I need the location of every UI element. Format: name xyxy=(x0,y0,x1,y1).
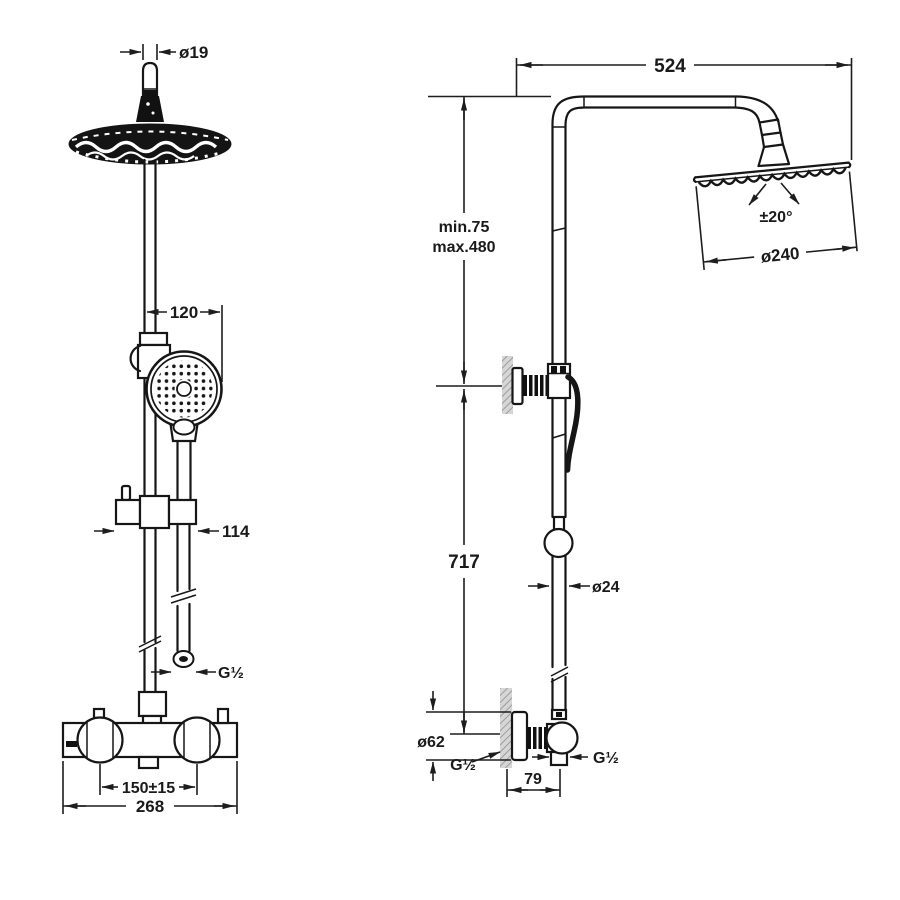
dim-hose-thread: G½ xyxy=(151,665,244,682)
head-cone-connector xyxy=(136,96,164,122)
overhead-shower-front xyxy=(68,123,232,165)
wall-hatch-lower xyxy=(500,688,512,768)
front-view: ø19 xyxy=(61,43,250,816)
dim-label-slider-bracket-width: 114 xyxy=(222,522,250,541)
dim-label-riser-height: 717 xyxy=(448,552,480,573)
dim-label-riser-pipe-diameter: ø24 xyxy=(592,579,620,596)
hand-shower-hose-front xyxy=(170,522,197,668)
dim-arm-reach: 524 xyxy=(515,56,853,160)
dim-valve-overall-width: 268 xyxy=(62,761,238,816)
mixer-valve-front xyxy=(61,707,239,770)
wall-hatch-upper xyxy=(502,356,513,414)
dim-label-valve-handle-centers: 150±15 xyxy=(122,780,175,797)
dim-handshower-offset: 120 xyxy=(146,303,223,382)
mixer-right-handle xyxy=(173,716,221,764)
hand-shower-front xyxy=(145,350,223,443)
riser-pipe-side xyxy=(551,95,739,366)
dim-label-riser-adjust-min: min.75 xyxy=(439,219,490,236)
ball-joint xyxy=(543,527,574,559)
rail-bottom-front xyxy=(137,635,168,726)
wall-bracket-side xyxy=(502,356,581,473)
side-view: 524 min.75 max.480 xyxy=(417,56,858,797)
dim-label-escutcheon-diameter: ø62 xyxy=(417,734,445,751)
mixer-valve-side xyxy=(500,688,579,768)
dim-label-head-stub-diameter: ø19 xyxy=(179,43,208,62)
dim-label-hose-thread: G½ xyxy=(218,665,244,682)
dim-head-stub-diameter: ø19 xyxy=(120,43,208,62)
riser-lower-side xyxy=(543,396,574,721)
dim-escutcheon-diameter: ø62 xyxy=(417,691,511,781)
mixer-left-handle xyxy=(76,716,124,764)
dim-label-head-swivel-angle: ±20° xyxy=(760,209,793,226)
dim-label-outlet-thread: G½ xyxy=(593,750,619,767)
dim-label-arm-reach: 524 xyxy=(654,56,686,77)
dim-head-diameter: ø240 xyxy=(695,171,858,271)
hose-hook-side xyxy=(564,374,581,473)
dim-outlet-thread: G½ xyxy=(532,750,619,767)
hand-shower-handle-front xyxy=(176,439,192,502)
dim-label-head-diameter: ø240 xyxy=(760,244,800,267)
dim-riser-pipe-diameter: ø24 xyxy=(528,579,620,596)
dim-slider-bracket-width: 114 xyxy=(94,522,250,541)
dim-wall-to-riser-center: 79 xyxy=(506,769,561,797)
slider-bracket-front xyxy=(114,484,198,530)
dim-label-supply-thread: G½ xyxy=(450,757,476,774)
annotation-head-swivel: ±20° xyxy=(748,182,800,226)
overhead-shower-side xyxy=(692,161,852,188)
dim-supply-thread: G½ xyxy=(450,751,501,774)
dim-label-valve-overall-width: 268 xyxy=(136,797,164,816)
dim-riser-height: 717 xyxy=(448,389,503,735)
dim-valve-handle-centers: 150±15 xyxy=(99,764,198,797)
valve-body-side xyxy=(545,721,579,755)
dim-label-wall-to-riser-center: 79 xyxy=(524,771,542,788)
dim-label-handshower-offset: 120 xyxy=(170,303,198,322)
dim-riser-adjust: min.75 max.480 xyxy=(428,95,551,387)
shower-arm-elbow xyxy=(732,95,791,168)
head-stub-pipe xyxy=(141,61,159,98)
dim-label-riser-adjust-max: max.480 xyxy=(432,239,495,256)
